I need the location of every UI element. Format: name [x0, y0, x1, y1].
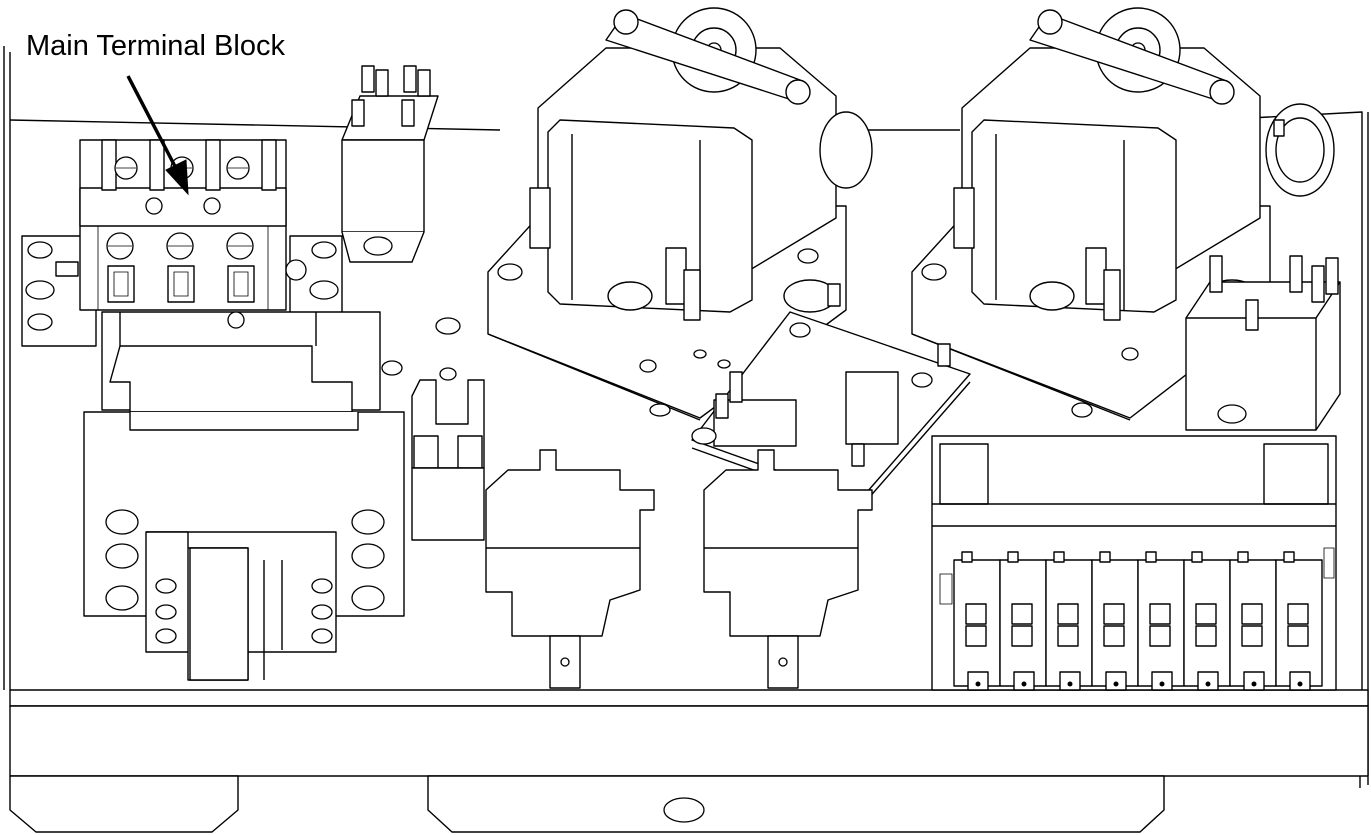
solenoid-left — [486, 450, 654, 688]
solenoid-right — [704, 450, 872, 688]
callout-arrow — [128, 76, 188, 194]
chassis-panel — [4, 46, 1368, 832]
motor-right — [912, 8, 1334, 420]
motor-left — [488, 8, 872, 420]
relay-right — [1186, 256, 1340, 430]
terminal-clip — [412, 380, 484, 540]
switch-module — [1230, 552, 1276, 690]
switch-module — [1092, 552, 1138, 690]
switch-module — [1184, 552, 1230, 690]
main-terminal-block — [22, 140, 342, 346]
transformer — [84, 312, 404, 680]
small-relay — [342, 66, 438, 262]
switch-module — [1000, 552, 1046, 690]
switch-module — [1138, 552, 1184, 690]
switch-modules — [954, 552, 1322, 690]
switch-module — [1276, 552, 1322, 690]
panel-holes — [382, 318, 730, 416]
switch-module — [1046, 552, 1092, 690]
main-terminal-block-label: Main Terminal Block — [26, 30, 285, 62]
switch-module — [954, 552, 1000, 690]
